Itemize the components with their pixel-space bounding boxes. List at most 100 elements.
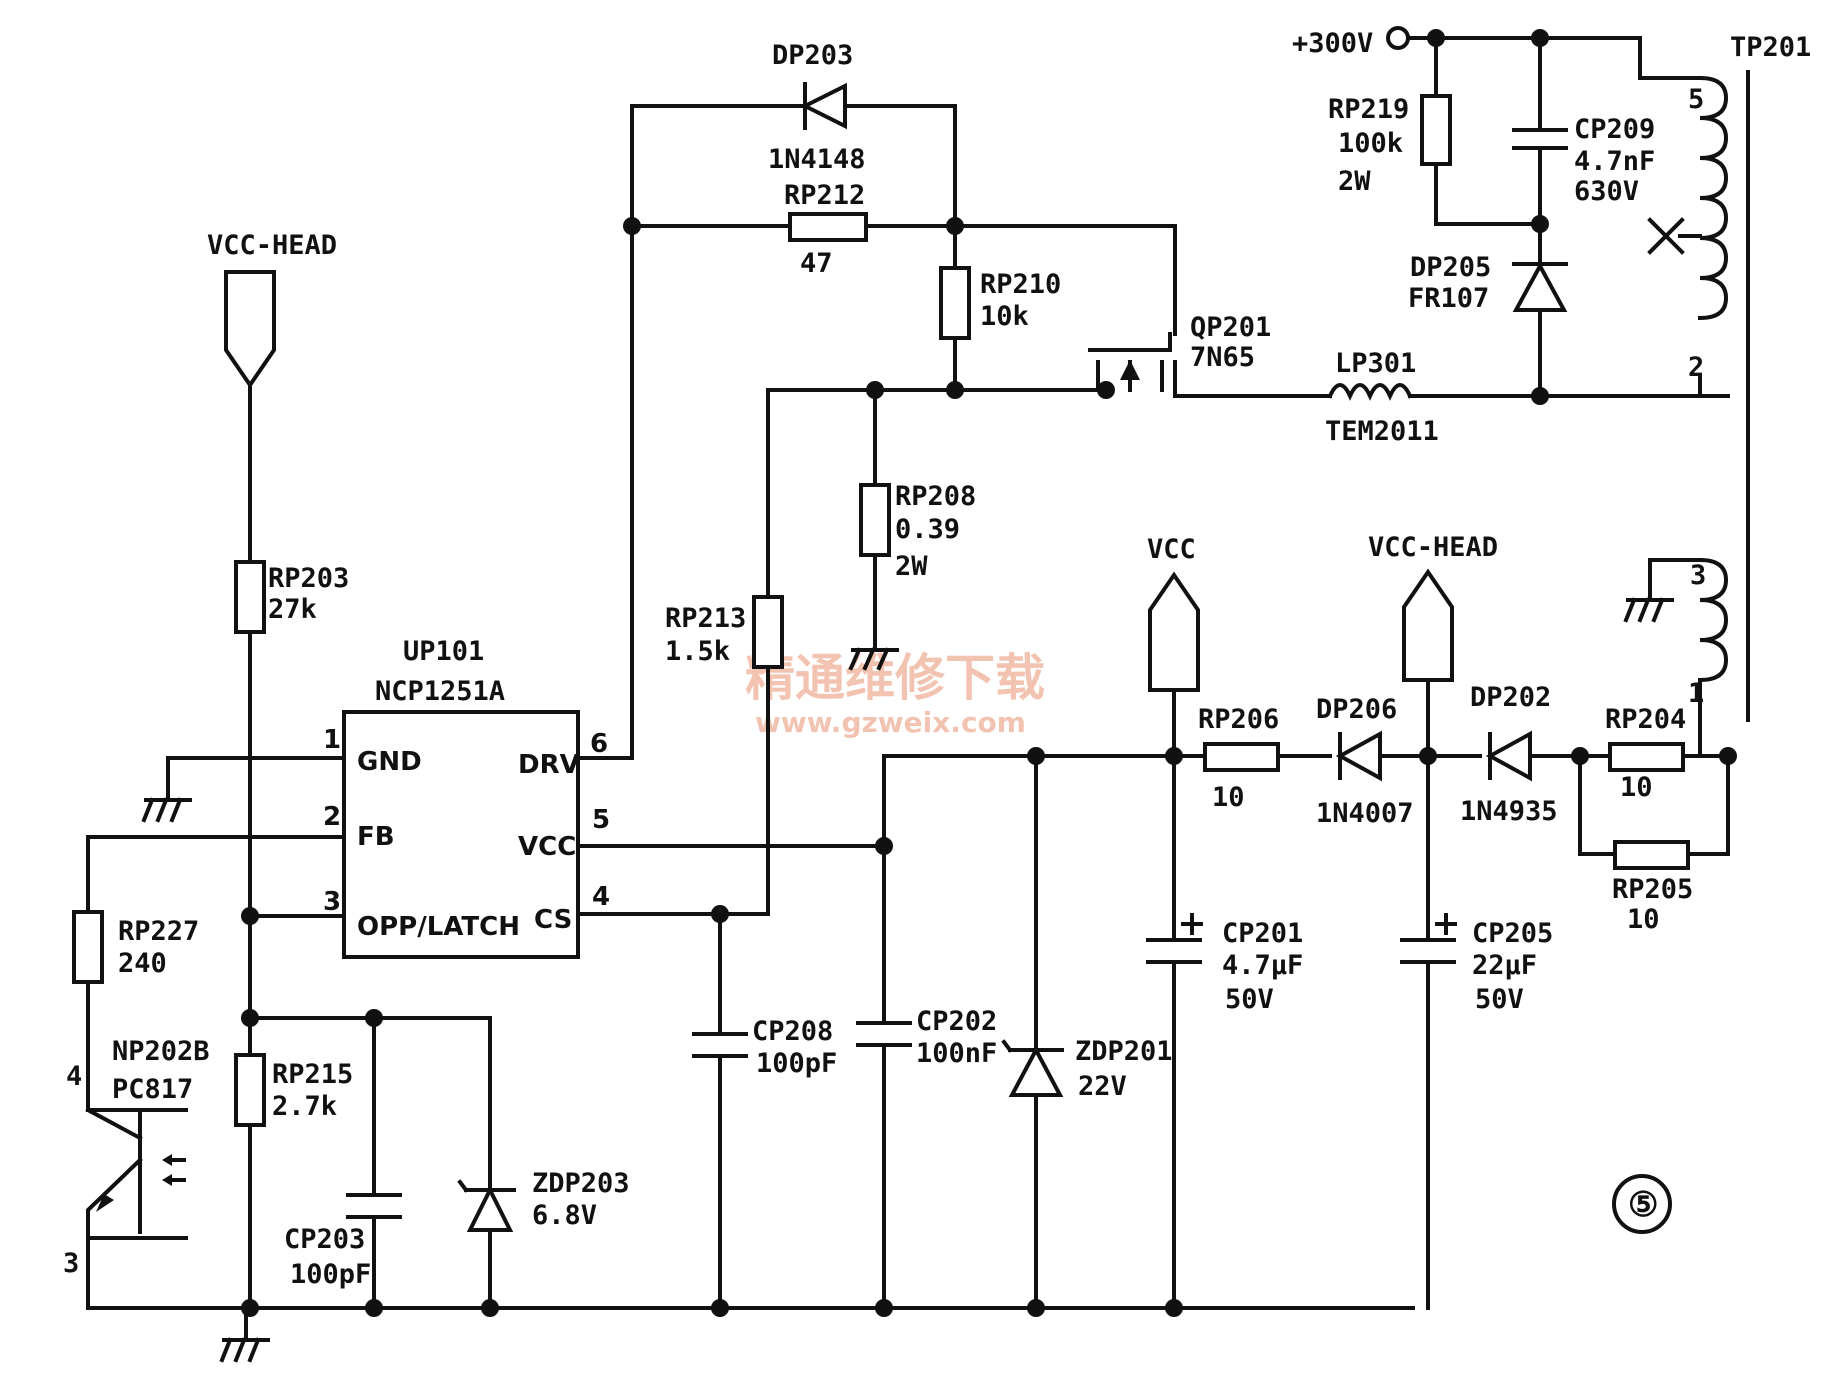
svg-text:4.7nF: 4.7nF (1574, 146, 1655, 177)
svg-text:RP208: RP208 (895, 481, 976, 512)
vcc-head-connector-right: VCC-HEAD (1368, 532, 1498, 682)
figure-number: ⑤ (1612, 1174, 1672, 1234)
wire-dp203-left (630, 104, 822, 228)
inductor-lp301: LP301 TEM2011 (1325, 348, 1439, 447)
svg-text:TEM2011: TEM2011 (1325, 416, 1439, 447)
svg-text:LP301: LP301 (1335, 348, 1416, 379)
svg-text:TP201: TP201 (1730, 32, 1811, 63)
svg-text:DP206: DP206 (1316, 694, 1397, 725)
svg-text:OPP/LATCH: OPP/LATCH (357, 912, 520, 942)
svg-text:DP203: DP203 (772, 40, 853, 71)
resistor-rp212: RP212 47 (784, 180, 868, 279)
svg-text:100pF: 100pF (290, 1259, 371, 1290)
resistor-rp206: RP206 10 (1198, 704, 1280, 813)
resistor-rp215: RP215 2.7k (234, 1053, 353, 1127)
svg-text:VCC: VCC (518, 832, 576, 862)
resistor-rp203: RP203 27k (234, 560, 349, 634)
ground-symbol-rp208 (848, 647, 899, 671)
svg-text:CP209: CP209 (1574, 114, 1655, 145)
svg-text:240: 240 (118, 948, 167, 979)
svg-text:630V: 630V (1574, 176, 1639, 207)
svg-text:3: 3 (1690, 560, 1706, 591)
svg-text:RP206: RP206 (1198, 704, 1279, 735)
wire-hv (1406, 36, 1702, 80)
svg-text:UP101: UP101 (403, 636, 484, 667)
svg-text:10: 10 (1627, 904, 1660, 935)
capacitor-cp203: CP203 100pF (284, 1016, 402, 1310)
svg-text:RP215: RP215 (272, 1059, 353, 1090)
svg-text:2.7k: 2.7k (272, 1091, 337, 1122)
resistor-rp205: RP205 10 (1612, 840, 1693, 935)
mosfet-qp201: QP201 7N65 (1088, 312, 1271, 398)
svg-text:3: 3 (323, 887, 341, 917)
wire-fb (86, 835, 346, 912)
resistor-rp219: RP219 100k 2W (1328, 94, 1452, 197)
svg-text:2: 2 (323, 802, 341, 832)
ground-symbol-bottom (219, 1337, 270, 1363)
svg-text:10: 10 (1212, 782, 1245, 813)
svg-text:FB: FB (357, 822, 395, 852)
svg-text:RP204: RP204 (1605, 704, 1686, 735)
zener-zdp203: ZDP203 6.8V (457, 1168, 630, 1232)
svg-text:47: 47 (800, 248, 833, 279)
svg-text:100pF: 100pF (756, 1048, 837, 1079)
svg-text:CS: CS (534, 905, 572, 935)
diode-dp205: DP205 FR107 (1408, 252, 1568, 314)
resistor-rp227: RP227 240 (72, 910, 199, 984)
ground-symbol-transformer (1623, 597, 1674, 623)
svg-text:2W: 2W (1338, 166, 1371, 197)
svg-text:1N4007: 1N4007 (1316, 798, 1414, 829)
capacitor-cp208: CP208 100pF (692, 912, 837, 1310)
capacitor-cp202: CP202 100nF (856, 1006, 997, 1069)
svg-text:CP208: CP208 (752, 1016, 833, 1047)
svg-text:RP219: RP219 (1328, 94, 1409, 125)
junction-opp (241, 907, 259, 925)
svg-text:QP201: QP201 (1190, 312, 1271, 343)
svg-text:NCP1251A: NCP1251A (375, 676, 505, 707)
svg-text:GND: GND (357, 747, 422, 777)
svg-text:PC817: PC817 (112, 1074, 193, 1105)
wire-drv (576, 224, 634, 760)
wire-gate (953, 224, 1177, 336)
svg-text:RP203: RP203 (268, 563, 349, 594)
svg-text:DP202: DP202 (1470, 682, 1551, 713)
svg-text:1: 1 (1688, 678, 1704, 709)
svg-text:4: 4 (592, 882, 610, 912)
svg-text:RP212: RP212 (784, 180, 865, 211)
wire-cs (576, 665, 770, 916)
transformer-tp201: TP201 5 2 3 1 (1647, 32, 1811, 758)
ic-up101: UP101 NCP1251A GND FB OPP/LATCH CS VCC D… (323, 636, 610, 959)
capacitor-cp205: CP205 22μF 50V (1400, 913, 1553, 1015)
svg-text:5: 5 (1688, 84, 1704, 115)
svg-text:4: 4 (66, 1061, 82, 1092)
svg-text:CP205: CP205 (1472, 918, 1553, 949)
watermark-chinese: 精通维修下载 (745, 648, 1045, 707)
svg-text:2: 2 (1688, 352, 1704, 383)
svg-text:100nF: 100nF (916, 1038, 997, 1069)
svg-text:ZDP203: ZDP203 (532, 1168, 630, 1199)
svg-text:10: 10 (1620, 772, 1653, 803)
svg-text:VCC-HEAD: VCC-HEAD (207, 230, 337, 261)
resistor-rp210: RP210 10k (939, 266, 1061, 340)
svg-text:VCC: VCC (1147, 534, 1196, 565)
svg-text:⑤: ⑤ (1628, 1185, 1658, 1225)
svg-text:VCC-HEAD: VCC-HEAD (1368, 532, 1498, 563)
svg-text:ZDP201: ZDP201 (1075, 1036, 1173, 1067)
svg-text:50V: 50V (1225, 984, 1274, 1015)
svg-text:0.39: 0.39 (895, 514, 960, 545)
svg-text:1N4935: 1N4935 (1460, 796, 1558, 827)
svg-text:3: 3 (63, 1248, 79, 1279)
diode-dp203: DP203 1N4148 (768, 40, 957, 228)
svg-text:1: 1 (323, 725, 341, 755)
resistor-rp208: RP208 0.39 2W (859, 481, 976, 582)
vcc-connector: VCC (1147, 534, 1200, 692)
svg-text:10k: 10k (980, 301, 1029, 332)
capacitor-cp201: CP201 4.7μF 50V (1146, 913, 1303, 1015)
diode-dp202: DP202 1N4935 (1460, 682, 1558, 827)
optocoupler-np202b: NP202B PC817 4 3 (63, 1036, 210, 1279)
svg-text:2W: 2W (895, 551, 928, 582)
vcc-head-connector-left: VCC-HEAD (207, 230, 337, 389)
svg-text:FR107: FR107 (1408, 283, 1489, 314)
